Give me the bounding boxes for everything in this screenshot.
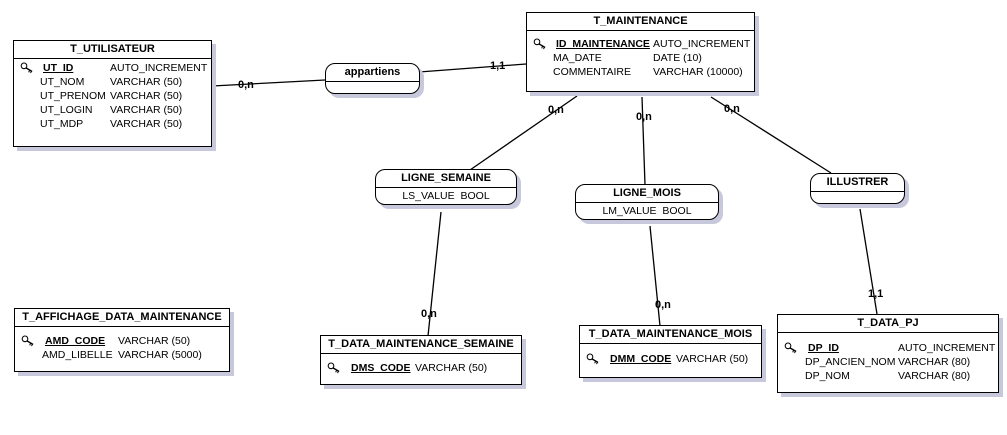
attribute-row: AMD_LIBELLE VARCHAR (5000) [15,348,229,362]
primary-key-icon [784,342,797,354]
attribute-type: AUTO_INCREMENT [110,62,208,74]
cardinality-label: 0,n [238,79,254,91]
attribute-type: DATE (10) [653,52,702,64]
attribute-name: UT_NOM [40,76,85,88]
attribute-name: UT_ID [43,62,74,74]
attribute-name: AMD_CODE [45,335,106,347]
primary-key-icon [20,62,33,74]
attribute-name: MA_DATE [553,52,602,64]
entity-title: T_DATA_PJ [778,315,998,333]
attribute-type: VARCHAR (5000) [118,349,202,361]
attribute-row: AMD_CODE VARCHAR (50) [15,334,229,348]
link-illustrer-pj [859,208,878,315]
attribute-type: VARCHAR (80) [898,356,971,368]
entity-t-data-pj[interactable]: T_DATA_PJ DP_ID AUTO_INCREMENT DP_ANCIEN… [777,314,999,393]
entity-t-data-maintenance-mois[interactable]: T_DATA_MAINTENANCE_MOIS DMM_CODE VARCHAR… [579,325,762,378]
attribute-type: VARCHAR (50) [110,118,183,130]
attribute-row: DMS_CODE VARCHAR (50) [321,361,521,375]
attribute-row: DP_ANCIEN_NOM VARCHAR (80) [778,355,998,369]
association-title: LIGNE_MOIS [576,185,718,203]
association-ligne-mois[interactable]: LIGNE_MOIS LM_VALUE BOOL [575,184,719,220]
attribute-type: VARCHAR (50) [110,90,183,102]
link-utilisateur-appartiens [211,79,326,87]
association-appartiens[interactable]: appartiens [325,63,420,94]
attribute-row: UT_NOM VARCHAR (50) [14,75,211,89]
attribute-name: DMS_CODE [351,362,411,374]
attribute-type: VARCHAR (80) [898,370,971,382]
attribute-name: UT_LOGIN [40,104,93,116]
entity-t-data-maintenance-semaine[interactable]: T_DATA_MAINTENANCE_SEMAINE DMS_CODE VARC… [320,335,522,385]
attribute-name: COMMENTAIRE [553,66,631,78]
cardinality-label: 1,1 [490,60,506,72]
primary-key-icon [21,335,34,347]
entity-t-maintenance[interactable]: T_MAINTENANCE ID_MAINTENANCE AUTO_INCREM… [526,12,755,92]
attribute-name: AMD_LIBELLE [42,349,113,361]
attribute-type: VARCHAR (10000) [653,66,743,78]
link-appartiens-maintenance [418,63,527,73]
association-title: ILLUSTRER [811,174,904,192]
entity-title: T_UTILISATEUR [14,41,211,59]
primary-key-icon [327,362,340,374]
attribute-row: COMMENTAIRE VARCHAR (10000) [527,65,754,79]
attribute-row: UT_MDP VARCHAR (50) [14,117,211,131]
cardinality-label: 0,n [636,111,652,123]
attribute-row: DP_NOM VARCHAR (80) [778,369,998,383]
cardinality-label: 0,n [548,104,564,116]
association-property: LS_VALUE BOOL [402,190,490,202]
attribute-type: AUTO_INCREMENT [898,342,996,354]
link-ligne-mois-dmm [649,225,661,327]
cardinality-label: 0,n [724,103,740,115]
association-title: LIGNE_SEMAINE [376,170,516,188]
cardinality-label: 1,1 [868,288,884,300]
attribute-name: UT_PRENOM [40,90,106,102]
attribute-type: AUTO_INCREMENT [653,38,751,50]
primary-key-icon [533,38,546,50]
attribute-row: UT_LOGIN VARCHAR (50) [14,103,211,117]
link-maintenance-illustrer [710,96,832,174]
primary-key-icon [586,353,599,365]
attribute-row: UT_ID AUTO_INCREMENT [14,61,211,75]
attribute-name: DP_NOM [805,370,850,382]
attribute-name: DMM_CODE [610,353,672,365]
attribute-row: DP_ID AUTO_INCREMENT [778,341,998,355]
cardinality-label: 0,n [421,308,437,320]
entity-title: T_DATA_MAINTENANCE_MOIS [580,326,761,344]
attribute-row: ID_MAINTENANCE AUTO_INCREMENT [527,37,754,51]
attribute-name: ID_MAINTENANCE [556,38,650,50]
attribute-name: UT_MDP [40,118,84,130]
entity-title: T_MAINTENANCE [527,13,754,31]
cardinality-label: 0,n [655,299,671,311]
attribute-name: DP_ID [808,342,839,354]
entity-title: T_AFFICHAGE_DATA_MAINTENANCE [15,309,229,327]
link-maintenance-ligne-mois [641,96,646,186]
attribute-type: VARCHAR (50) [110,76,183,88]
entity-title: T_DATA_MAINTENANCE_SEMAINE [321,336,521,354]
attribute-type: VARCHAR (50) [676,353,749,365]
attribute-row: MA_DATE DATE (10) [527,51,754,65]
attribute-type: VARCHAR (50) [110,104,183,116]
association-illustrer[interactable]: ILLUSTRER [810,173,905,204]
association-property: LM_VALUE BOOL [602,205,692,217]
entity-t-affichage-data-maintenance[interactable]: T_AFFICHAGE_DATA_MAINTENANCE AMD_CODE VA… [14,308,230,372]
association-title: appartiens [326,64,419,82]
link-ligne-semaine-dms [427,211,442,337]
association-ligne-semaine[interactable]: LIGNE_SEMAINE LS_VALUE BOOL [375,169,517,205]
attribute-type: VARCHAR (50) [118,335,191,347]
link-maintenance-ligne-semaine [469,95,578,171]
entity-t-utilisateur[interactable]: T_UTILISATEUR UT_ID AUTO_INCREMENT UT_NO… [13,40,212,147]
attribute-row: DMM_CODE VARCHAR (50) [580,352,761,366]
attribute-name: DP_ANCIEN_NOM [805,356,896,368]
attribute-row: UT_PRENOM VARCHAR (50) [14,89,211,103]
attribute-type: VARCHAR (50) [415,362,488,374]
